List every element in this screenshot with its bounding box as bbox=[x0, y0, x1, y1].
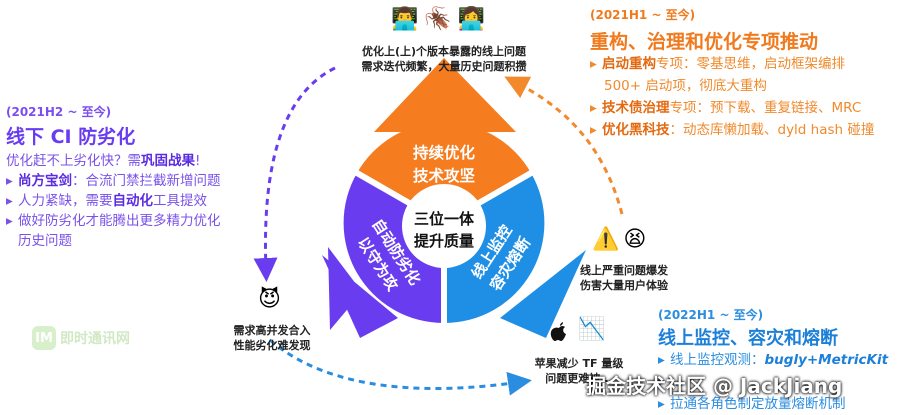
left-arrow-head-2 bbox=[322, 255, 398, 338]
br-item-3-text: 拉通各角色制定放量熔断机制 bbox=[670, 396, 846, 412]
br-item-2-text: … bbox=[670, 374, 684, 390]
segment-top-line1: 持续优化 bbox=[412, 144, 475, 162]
left-panel-date: (2021H2 ~ 至今) bbox=[6, 105, 112, 119]
left-issue-line1: 需求高并发合入 bbox=[233, 324, 311, 337]
br-item-1-text: 线上监控观测： bbox=[670, 352, 765, 368]
left-intro-end: ! bbox=[195, 153, 201, 169]
warning-icon: ⚠️ bbox=[592, 227, 624, 252]
im-logo: IM 即时通讯网 bbox=[32, 326, 130, 350]
devil-face-icon: 😈 bbox=[258, 287, 281, 312]
dashed-arrow-left-to-bottom bbox=[269, 338, 532, 396]
right-issue-line2: 伤害大量用户体验 bbox=[580, 279, 668, 292]
triangle-bullet-icon: ▸ bbox=[6, 173, 13, 189]
chart-down-icon: 📉 bbox=[578, 317, 606, 342]
bottom-right-panel-title: 线上监控、容灾和熔断 bbox=[658, 328, 838, 349]
center-line1: 三位一体 bbox=[413, 210, 474, 228]
dashed-arrow-right-to-top bbox=[504, 76, 624, 215]
im-logo-text: 即时通讯网 bbox=[60, 331, 130, 347]
top-issue-line2: 需求迭代频繁，大量历史问题积攒 bbox=[361, 60, 527, 73]
triangle-bullet-icon: ▸ bbox=[658, 374, 665, 390]
top-arrow-head bbox=[374, 58, 516, 132]
tr-item-3-bold: 技术债治理 bbox=[602, 100, 670, 116]
br-item-1-ital: bugly+MetricKit bbox=[764, 352, 889, 368]
left-intro-bold: 巩固战果 bbox=[141, 153, 195, 169]
top-emoji-row: 👨‍💻🪳👩‍💻 bbox=[391, 8, 491, 32]
br-item-2: ▸… bbox=[658, 372, 684, 392]
center-circle bbox=[402, 184, 486, 268]
developer-woman-icon: 👩‍💻 bbox=[457, 7, 492, 32]
tr-item-1-text: 专项：零基思维，启动框架编排 bbox=[656, 56, 845, 72]
chart-down-icon-wrap: 📉 bbox=[578, 318, 605, 342]
left-item-2-pre: 人力紧缺，需要 bbox=[18, 193, 113, 209]
tr-item-4: ▸ 优化黑科技：动态库懒加载、dyld hash 碰撞 bbox=[590, 120, 874, 140]
developer-man-icon: 👨‍💻 bbox=[391, 7, 425, 32]
top-right-panel-title: 重构、治理和优化专项推动 bbox=[590, 31, 819, 53]
right-emoji-row: ⚠️😫 bbox=[592, 228, 650, 252]
left-panel-intro: 优化赶不上劣化快？需巩固战果! bbox=[6, 152, 200, 171]
apple-logo-icon bbox=[550, 322, 568, 344]
left-item-4: 历史问题 bbox=[18, 232, 72, 251]
right-issue-line1: 线上严重问题爆发 bbox=[580, 264, 668, 277]
triangle-bullet-icon: ▸ bbox=[658, 352, 665, 368]
tr-item-1: ▸ 启动重构专项：零基思维，启动框架编排 bbox=[590, 54, 845, 74]
im-logo-mark: IM bbox=[32, 326, 56, 350]
triangle-bullet-icon: ▸ bbox=[590, 122, 597, 138]
top-right-panel-date: (2021H1 ~ 至今) bbox=[590, 8, 696, 22]
triangle-bullet-icon: ▸ bbox=[590, 56, 597, 72]
left-issue-label: 需求高并发合入 性能劣化难发现 bbox=[222, 323, 322, 353]
br-item-1: ▸ 线上监控观测：bugly+MetricKit bbox=[658, 350, 888, 370]
left-panel-title: 线下 CI 防劣化 bbox=[6, 126, 136, 148]
segment-top-label: 持续优化 技术攻坚 bbox=[394, 142, 494, 188]
right-arrow-head bbox=[500, 250, 586, 338]
tr-item-2: 500+ 启动项，彻底大重构 bbox=[604, 76, 767, 96]
bottom-issue-line2: 问题更难被... bbox=[545, 372, 613, 385]
left-item-3: ▸ 做好防劣化才能腾出更多精力优化 bbox=[6, 212, 221, 231]
tr-item-4-text: ：动态库懒加载、dyld hash 碰撞 bbox=[669, 122, 875, 138]
top-issue-label: 优化上(上)个版本暴露的线上问题 需求迭代频繁，大量历史问题积攒 bbox=[336, 44, 552, 74]
bottom-issue-label: 苹果减少 TF 量级 问题更难被... bbox=[524, 356, 634, 386]
left-intro-text: 优化赶不上劣化快？需 bbox=[6, 153, 141, 169]
left-item-1-bold: 尚方宝剑 bbox=[18, 173, 72, 189]
triangle-bullet-icon: ▸ bbox=[6, 213, 13, 229]
tr-item-3-text: 专项：预下载、重复链接、MRC bbox=[669, 100, 862, 116]
cockroach-bug-icon: 🪳 bbox=[424, 7, 458, 32]
left-issue-line2: 性能劣化难发现 bbox=[233, 339, 311, 352]
left-item-1-text: ：合流门禁拦截新增问题 bbox=[72, 173, 221, 189]
tr-item-3: ▸ 技术债治理专项：预下载、重复链接、MRC bbox=[590, 98, 861, 118]
left-item-2-text: 工具提效 bbox=[153, 193, 207, 209]
dashed-arrow-top-to-left bbox=[253, 66, 336, 282]
top-issue-line1: 优化上(上)个版本暴露的线上问题 bbox=[361, 45, 527, 58]
center-line2: 提升质量 bbox=[413, 232, 474, 250]
bottom-issue-line1: 苹果减少 TF 量级 bbox=[534, 357, 624, 370]
tr-item-2-text: 500+ 启动项，彻底大重构 bbox=[604, 78, 767, 94]
left-item-3-text: 做好防劣化才能腾出更多精力优化 bbox=[18, 213, 221, 229]
left-item-2: ▸ 人力紧缺，需要自动化工具提效 bbox=[6, 192, 207, 211]
juejin-watermark: 掘金技术社区 @ JackJiang bbox=[586, 374, 843, 398]
right-issue-label: 线上严重问题爆发 伤害大量用户体验 bbox=[574, 263, 674, 293]
left-item-2-bold: 自动化 bbox=[112, 193, 154, 209]
tr-item-1-bold: 启动重构 bbox=[602, 56, 656, 72]
triangle-bullet-icon: ▸ bbox=[590, 100, 597, 116]
center-label: 三位一体 提升质量 bbox=[402, 208, 486, 252]
triangle-bullet-icon: ▸ bbox=[6, 193, 13, 209]
left-item-1: ▸ 尚方宝剑：合流门禁拦截新增问题 bbox=[6, 172, 221, 191]
triangle-bullet-icon: ▸ bbox=[658, 396, 665, 412]
tr-item-4-bold: 优化黑科技 bbox=[602, 122, 670, 138]
segment-top-line2: 技术攻坚 bbox=[412, 167, 475, 185]
left-item-4-text: 历史问题 bbox=[18, 233, 72, 249]
left-emoji: 😈 bbox=[258, 288, 281, 312]
bottom-right-panel-date: (2022H1 ~ 至今) bbox=[658, 308, 764, 322]
tired-face-icon: 😫 bbox=[623, 227, 651, 252]
br-item-3: ▸ 拉通各角色制定放量熔断机制 bbox=[658, 394, 846, 414]
